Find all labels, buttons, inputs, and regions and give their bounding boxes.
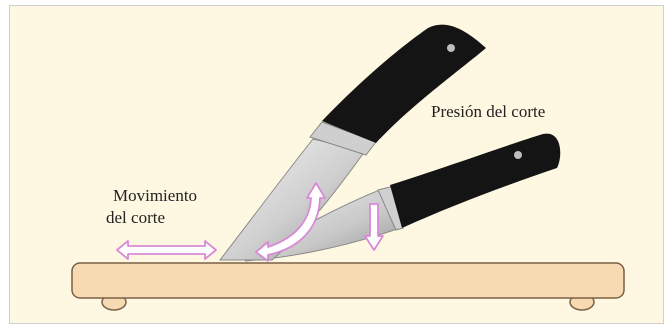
knife-small-rivet [514,151,522,159]
diagram-frame: Presión del corte Movimiento del corte [9,5,664,324]
knife-cutting-illustration [10,6,664,324]
knife-large-rivet [447,44,455,52]
cutting-motion-label-line2: del corte [106,208,165,228]
cutting-pressure-label: Presión del corte [431,102,545,122]
cutting-motion-arrow-icon [117,241,216,259]
knife-small-handle [390,134,560,228]
cutting-motion-label-line1: Movimiento [113,186,197,206]
cutting-board [72,263,624,298]
knife-large-handle [322,25,486,143]
